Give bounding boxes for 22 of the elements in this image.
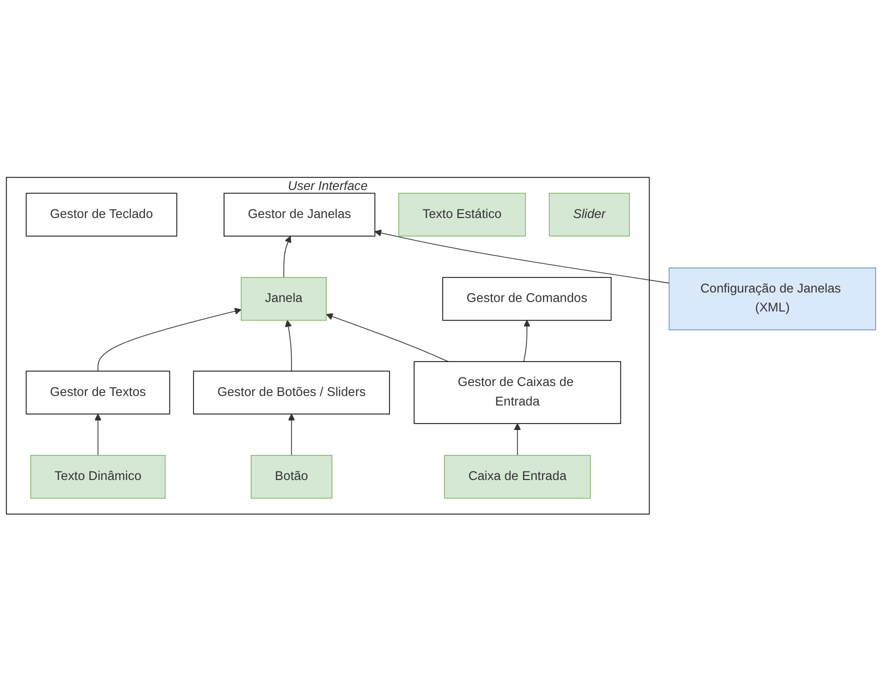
node-box: Gestor de Janelas [224,192,376,236]
node-box: Gestor de Teclado [26,192,178,236]
node-box: Caixa de Entrada [444,454,591,498]
arrow [283,236,292,278]
node-box: Gestor de Textos [26,370,170,414]
node-box: Janela [240,276,327,320]
arrow [326,312,449,362]
arrow [374,229,670,284]
arrow [98,308,242,372]
node-box: Texto Dinâmico [30,454,166,498]
node-box: Botão [250,454,332,498]
node-box: Gestor de Caixas de Entrada [414,360,622,424]
node-box: Configuração de Janelas (XML) [668,267,876,330]
arrow [514,423,521,456]
node-box: Gestor de Botões / Sliders [193,370,390,414]
node-box: Texto Estático [398,192,526,236]
arrow [284,320,292,372]
arrow [523,320,530,362]
arrow [288,414,296,456]
arrow [94,414,102,456]
node-box: Gestor de Comandos [442,276,612,320]
node-box: Slider [548,192,630,236]
